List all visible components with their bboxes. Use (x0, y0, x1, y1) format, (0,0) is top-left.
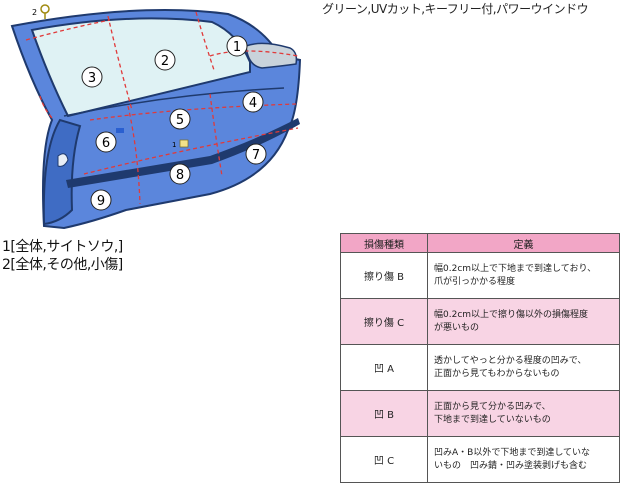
legend-row-dent-c: 凹 C 凹みA・B以外で下地まで到達していな いもの 凹み錆・凹み塗装剥げも含む (340, 436, 620, 483)
legend-type: 擦り傷 B (340, 252, 428, 299)
window-sill-line (63, 87, 285, 117)
damage-marker-1-label: 1 (172, 141, 176, 149)
legend-type: 凹 C (340, 436, 428, 483)
svg-text:1: 1 (233, 40, 241, 55)
svg-text:4: 4 (249, 96, 257, 111)
legend-type: 凹 A (340, 344, 428, 391)
legend-type: 凹 B (340, 390, 428, 437)
damage-marker-2-label: 2 (32, 8, 37, 17)
legend-definition: 正面から見て分かる凹みで、 下地まで到達していないもの (427, 390, 620, 437)
panel-label-3: 3 (81, 66, 103, 88)
svg-text:5: 5 (176, 113, 184, 128)
legend-row-dent-b: 凹 B 正面から見て分かる凹みで、 下地まで到達していないもの (340, 390, 620, 437)
panel-label-2: 2 (154, 49, 176, 71)
panel-label-7: 7 (245, 143, 267, 165)
door-front-edge (42, 118, 82, 226)
svg-text:7: 7 (252, 148, 260, 163)
panel-label-5: 5 (169, 108, 191, 130)
panel-label-8: 8 (169, 163, 191, 185)
damage-note-2: 2[全体,その他,小傷] (2, 257, 123, 273)
legend-header-def: 定義 (427, 233, 620, 253)
svg-text:6: 6 (102, 136, 110, 151)
damage-mark-blue (116, 128, 124, 133)
door-handle-recess (57, 153, 69, 167)
legend-definition: 幅0.2cm以上で下地まで到達しており、 爪が引っかかる程度 (427, 252, 620, 299)
damage-marker-1 (179, 139, 189, 148)
legend-row-scratch-c: 擦り傷 C 幅0.2cm以上で擦り傷以外の損傷程度 が悪いもの (340, 298, 620, 345)
panel-label-9: 9 (90, 189, 112, 211)
panel-label-4: 4 (242, 91, 264, 113)
panel-label-1: 1 (226, 35, 248, 57)
legend-definition: 透かしてやっと分かる程度の凹みで、 正面から見てもわからないもの (427, 344, 620, 391)
side-mirror (245, 42, 298, 69)
damage-notes: 1[全体,サイトソウ,] 2[全体,その他,小傷] (2, 238, 123, 274)
door-window (30, 17, 251, 118)
svg-text:8: 8 (176, 168, 184, 183)
legend-definition: 幅0.2cm以上で擦り傷以外の損傷程度 が悪いもの (427, 298, 620, 345)
legend-definition: 凹みA・B以外で下地まで到達していな いもの 凹み錆・凹み塗装剥げも含む (427, 436, 620, 483)
side-molding (66, 118, 300, 188)
svg-text:3: 3 (88, 71, 96, 86)
legend-row-dent-a: 凹 A 透かしてやっと分かる程度の凹みで、 正面から見てもわからないもの (340, 344, 620, 391)
legend-type: 擦り傷 C (340, 298, 428, 345)
svg-text:9: 9 (97, 194, 105, 209)
damage-note-1: 1[全体,サイトソウ,] (2, 239, 123, 255)
panel-label-6: 6 (95, 131, 117, 153)
svg-text:2: 2 (161, 54, 169, 69)
damage-legend-table: 損傷種類 定義 擦り傷 B 幅0.2cm以上で下地まで到達しており、 爪が引っか… (340, 233, 620, 483)
legend-row-scratch-b: 擦り傷 B 幅0.2cm以上で下地まで到達しており、 爪が引っかかる程度 (340, 252, 620, 299)
legend-header-row: 損傷種類 定義 (340, 233, 620, 253)
door-diagram: 1 2 1 2 3 4 5 6 7 8 9 (10, 4, 302, 230)
damage-pin-icon (40, 4, 50, 19)
panel-division-lines (25, 11, 299, 205)
spec-text: グリーン,UVカット,キーフリー付,パワーウインドウ (322, 2, 589, 16)
legend-header-type: 損傷種類 (340, 233, 428, 253)
